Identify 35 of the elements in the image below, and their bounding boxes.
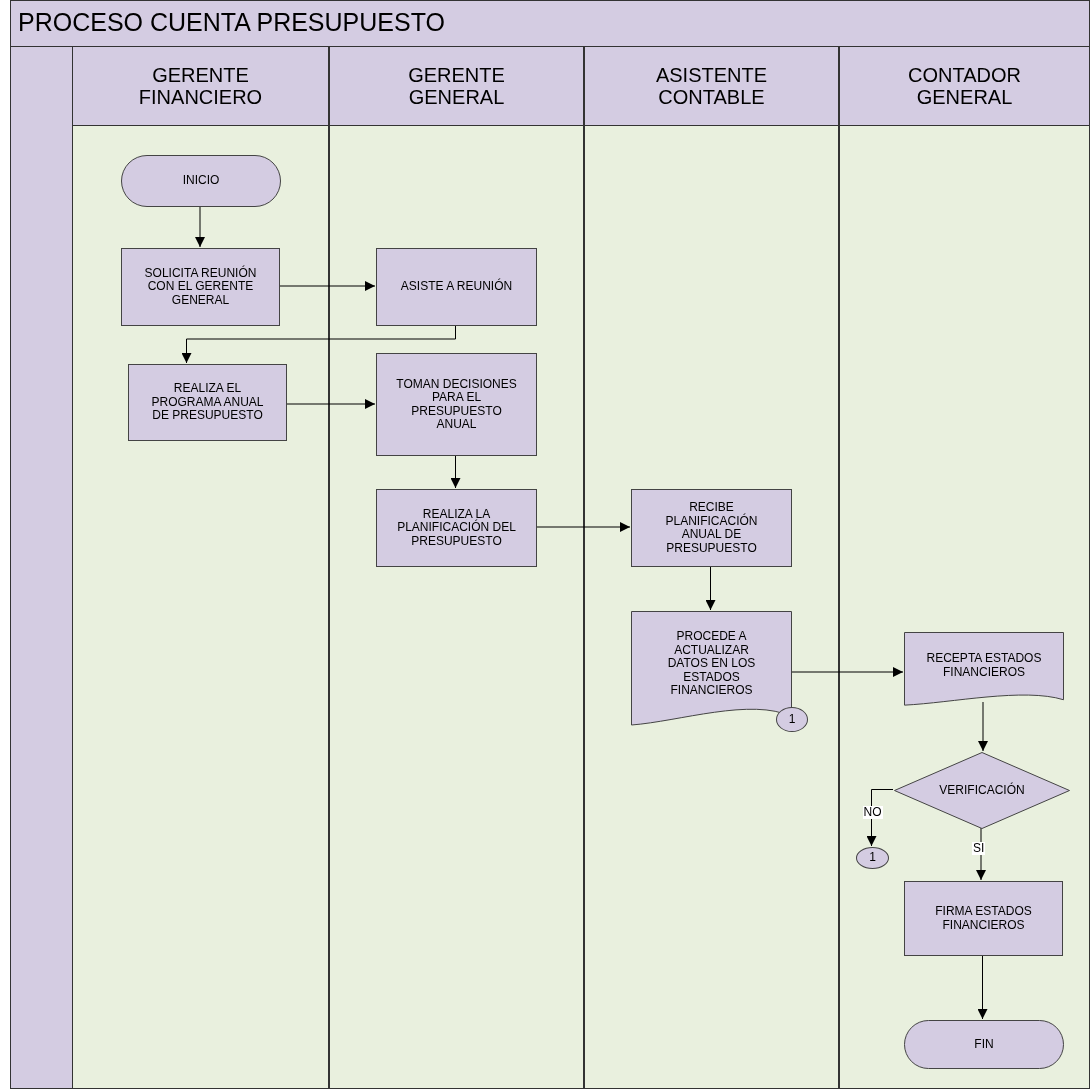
edge-label: SI [972, 842, 986, 855]
process-box: RECIBE PLANIFICACIÓN ANUAL DE PRESUPUESTO [631, 489, 792, 567]
decision-diamond: VERIFICACIÓN [894, 752, 1070, 829]
process-box: REALIZA EL PROGRAMA ANUAL DE PRESUPUESTO [128, 364, 287, 441]
process-box: ASISTE A REUNIÓN [376, 248, 537, 326]
arrow [450, 454, 461, 489]
swimlane [72, 46, 329, 1089]
swimlane [584, 46, 839, 1089]
document-shape: RECEPTA ESTADOS FINANCIEROS [904, 632, 1064, 709]
connector-circle: 1 [856, 847, 889, 869]
arrow [535, 522, 631, 532]
lane-heading: ASISTENTE CONTABLE [585, 47, 838, 126]
arrow [978, 701, 988, 752]
lane-heading: GERENTE GENERAL [330, 47, 583, 126]
lane-heading: GERENTE FINANCIERO [73, 47, 328, 126]
terminal-shape: FIN [904, 1020, 1064, 1069]
process-box: TOMAN DECISIONES PARA EL PRESUPUESTO ANUAL [376, 353, 537, 456]
swimlane [329, 46, 584, 1089]
arrow [285, 399, 376, 409]
lane-heading: CONTADOR GENERAL [840, 47, 1089, 126]
arrow [195, 205, 205, 248]
arrow [866, 789, 894, 847]
process-box: REALIZA LA PLANIFICACIÓN DEL PRESUPUESTO [376, 489, 537, 567]
arrow [705, 565, 716, 611]
terminal-shape: INICIO [121, 155, 281, 207]
connector-circle: 1 [776, 707, 808, 732]
arrow [790, 667, 904, 677]
swimlane [839, 46, 1090, 1089]
process-box: SOLICITA REUNIÓN CON EL GERENTE GENERAL [121, 248, 280, 326]
arrow [181, 324, 456, 364]
diagram-title: PROCESO CUENTA PRESUPUESTO [18, 8, 445, 37]
arrow [977, 954, 988, 1020]
arrow [976, 827, 986, 881]
arrow [278, 281, 376, 291]
process-box: FIRMA ESTADOS FINANCIEROS [904, 881, 1063, 956]
